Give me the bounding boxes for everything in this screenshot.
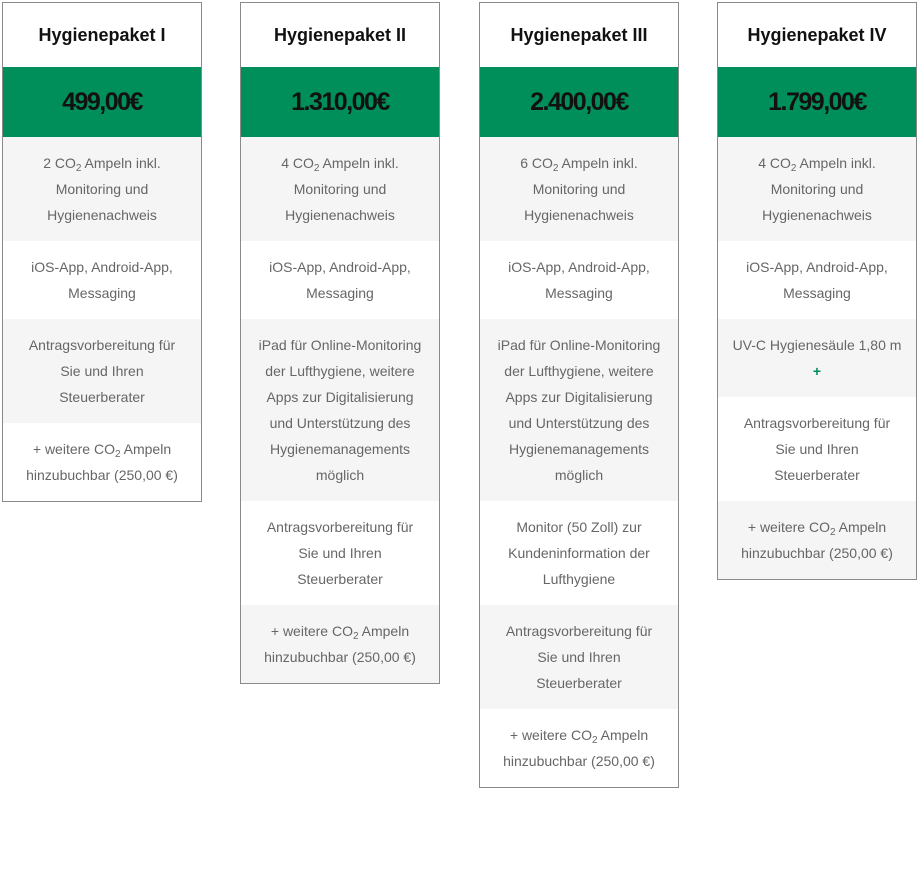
package-title: Hygienepaket III: [510, 25, 648, 45]
feature-apps: iOS-App, Android-App, Messaging: [746, 259, 888, 301]
feature-weitere-ampeln: + weitere CO2 Ampeln hinzubuchbar (250,0…: [718, 501, 916, 579]
feature-uvc-saeule: UV-C Hygienesäule 1,80 m +: [718, 319, 916, 397]
package-price: 499,00€: [3, 67, 201, 137]
feature-apps: iOS-App, Android-App, Messaging: [31, 259, 173, 301]
feature-co2-ampeln: 2 CO2 Ampeln inkl. Monitoring und Hygien…: [3, 137, 201, 241]
feature-antragsvorbereitung: Antragsvorbereitung für Sie und Ihren St…: [480, 605, 678, 709]
package-price: 2.400,00€: [480, 67, 678, 137]
package-card-3: Hygienepaket III 2.400,00€ 6 CO2 Ampeln …: [479, 2, 679, 788]
plus-icon: +: [812, 363, 822, 379]
feature-antragsvorbereitung: Antragsvorbereitung für Sie und Ihren St…: [266, 519, 414, 587]
package-title: Hygienepaket II: [273, 25, 407, 45]
package-card-1: Hygienepaket I 499,00€ 2 CO2 Ampeln inkl…: [2, 2, 202, 502]
feature-co2-ampeln: 6 CO2 Ampeln inkl. Monitoring und Hygien…: [480, 137, 678, 241]
feature-apps: iOS-App, Android-App, Messaging: [269, 259, 411, 301]
feature-antragsvorbereitung: Antragsvorbereitung für Sie und Ihren St…: [743, 415, 891, 483]
feature-weitere-ampeln: + weitere CO2 Ampeln hinzubuchbar (250,0…: [26, 441, 178, 483]
package-price: 1.799,00€: [718, 67, 916, 137]
feature-antragsvorbereitung: Antragsvorbereitung für Sie und Ihren St…: [3, 319, 201, 423]
feature-apps: iOS-App, Android-App, Messaging: [508, 259, 650, 301]
feature-weitere-ampeln: + weitere CO2 Ampeln hinzubuchbar (250,0…: [241, 605, 439, 683]
package-price: 1.310,00€: [241, 67, 439, 137]
package-title: Hygienepaket I: [38, 25, 166, 45]
feature-co2-ampeln: 4 CO2 Ampeln inkl. Monitoring und Hygien…: [241, 137, 439, 241]
package-card-2: Hygienepaket II 1.310,00€ 4 CO2 Ampeln i…: [240, 2, 440, 684]
feature-ipad: iPad für Online-Monitoring der Lufthygie…: [241, 319, 439, 501]
package-card-4: Hygienepaket IV 1.799,00€ 4 CO2 Ampeln i…: [717, 2, 917, 580]
feature-weitere-ampeln: + weitere CO2 Ampeln hinzubuchbar (250,0…: [503, 727, 655, 769]
package-title: Hygienepaket IV: [747, 25, 887, 45]
feature-co2-ampeln: 4 CO2 Ampeln inkl. Monitoring und Hygien…: [718, 137, 916, 241]
feature-monitor: Monitor (50 Zoll) zur Kundeninformation …: [508, 519, 650, 587]
feature-ipad: iPad für Online-Monitoring der Lufthygie…: [480, 319, 678, 501]
